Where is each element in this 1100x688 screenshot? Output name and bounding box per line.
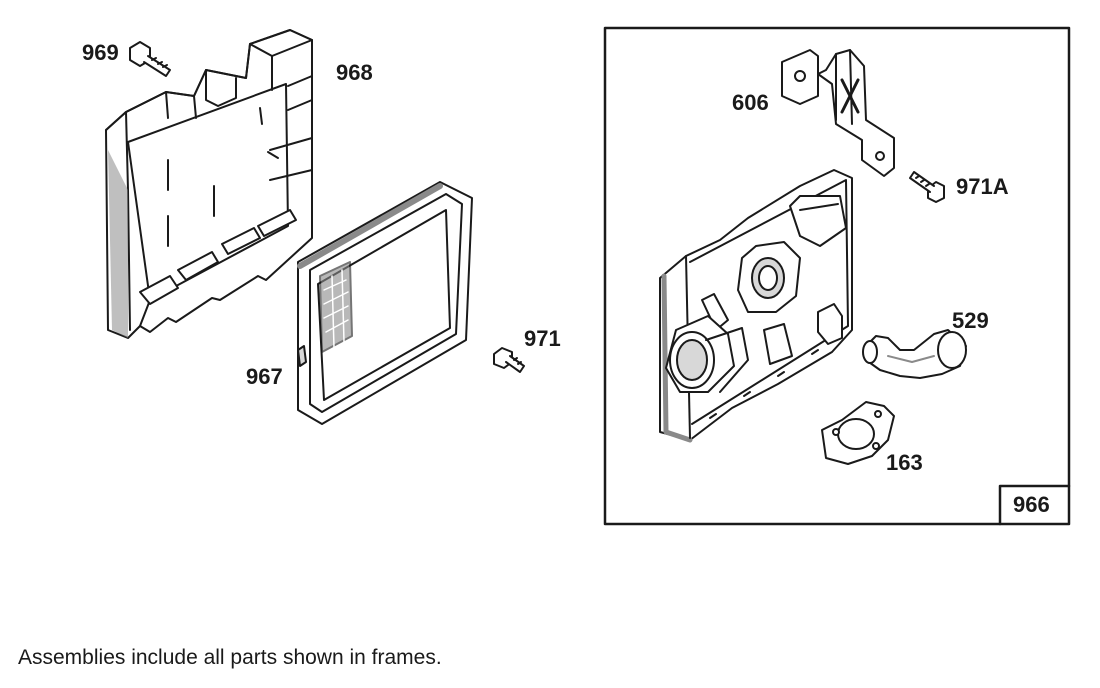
air-filter: [297, 181, 473, 425]
part-label-971a: 971A: [956, 174, 1009, 199]
part-label-969: 969: [82, 40, 119, 65]
part-label-163: 163: [886, 450, 923, 475]
air-cleaner-housing: [105, 29, 313, 339]
screw-969: [129, 41, 171, 77]
footnote: Assemblies include all parts shown in fr…: [18, 646, 442, 669]
part-label-606: 606: [732, 90, 769, 115]
elbow-tube-529: [862, 329, 967, 379]
part-label-971: 971: [524, 326, 561, 351]
assembly-frame-966: [603, 26, 1071, 526]
part-label-967: 967: [246, 364, 283, 389]
part-label-529: 529: [952, 308, 989, 333]
screw-971: [493, 347, 525, 373]
part-label-968: 968: [336, 60, 373, 85]
assembly-number: 966: [1013, 492, 1050, 517]
bracket-606: [781, 49, 895, 177]
screw-971a: [909, 171, 945, 203]
gasket-163: [821, 401, 895, 465]
carburetor-base: [659, 169, 853, 443]
